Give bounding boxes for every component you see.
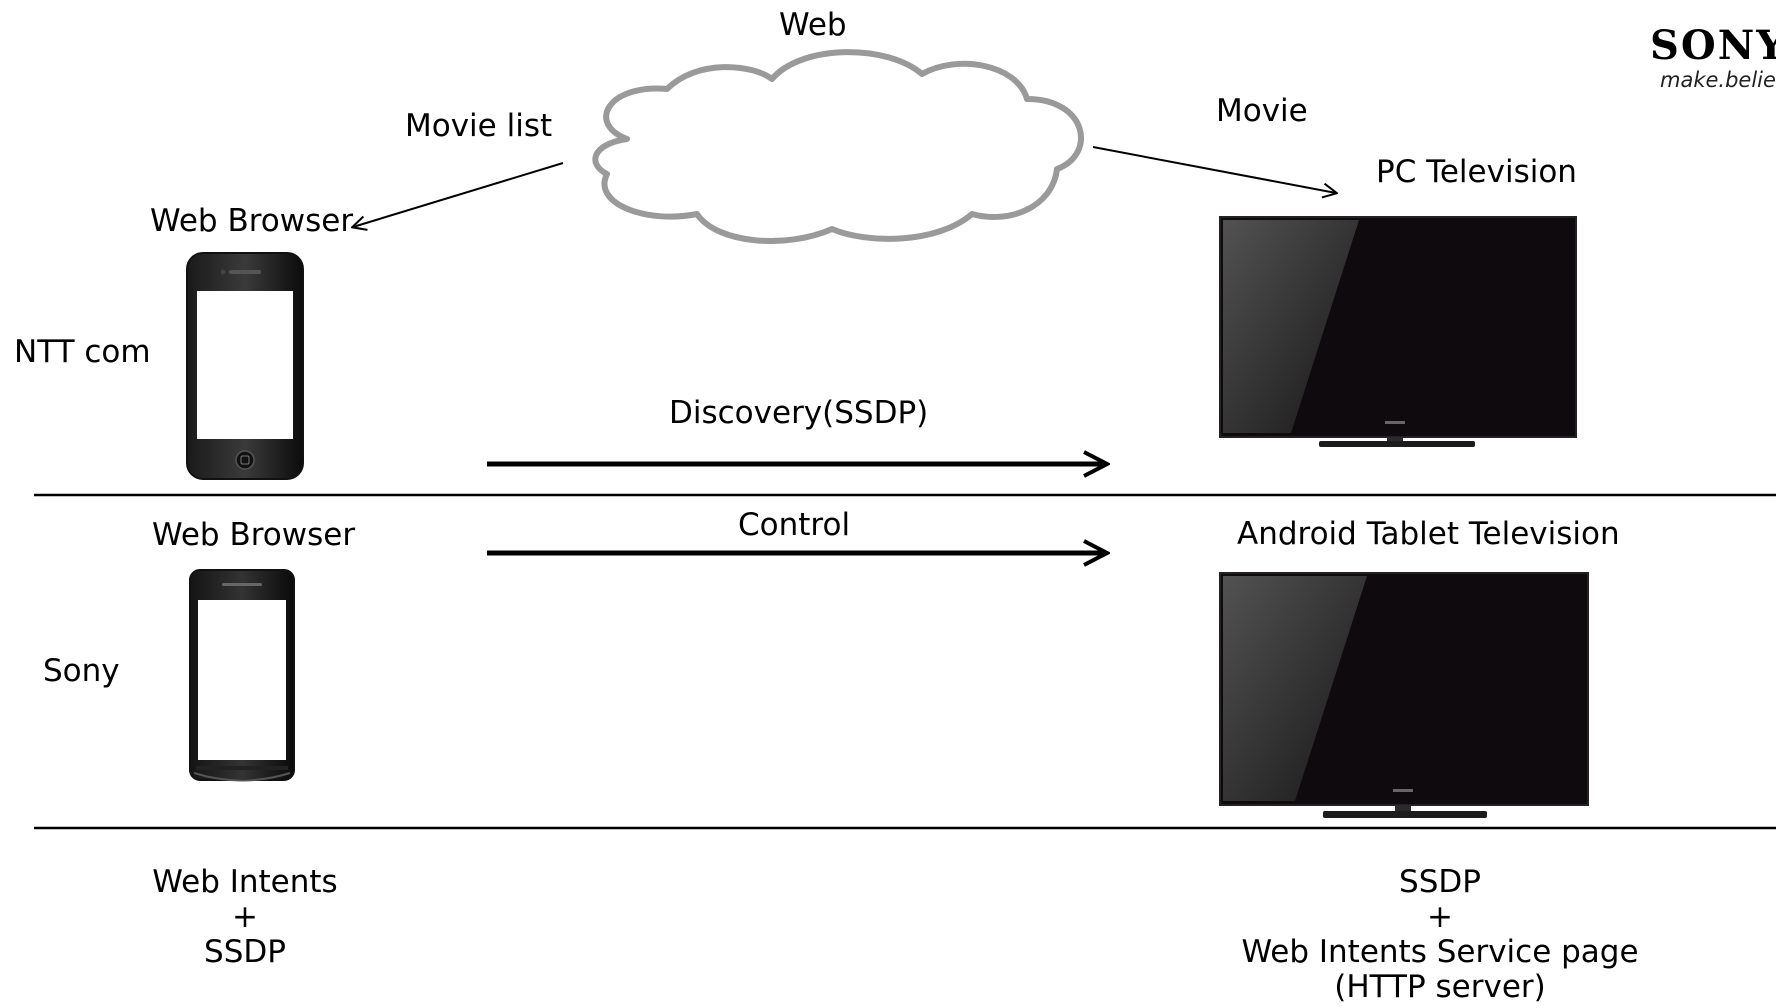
client-stack-line: SSDP xyxy=(204,934,286,970)
server-protocol-stack: SSDP + Web Intents Service page (HTTP se… xyxy=(1240,865,1640,1005)
control-label: Control xyxy=(738,507,851,543)
web-cloud-icon xyxy=(592,49,1084,244)
bottom-vendor-label: Sony xyxy=(43,653,120,689)
server-stack-line: (HTTP server) xyxy=(1334,969,1546,1005)
television-icon xyxy=(1219,216,1577,447)
server-stack-line: + xyxy=(1427,899,1453,935)
top-server-label: PC Television xyxy=(1376,154,1577,190)
bottom-client-label: Web Browser xyxy=(152,517,356,553)
client-protocol-stack: Web Intents + SSDP xyxy=(145,865,345,970)
discovery-label: Discovery(SSDP) xyxy=(669,395,929,431)
server-stack-line: Web Intents Service page xyxy=(1241,934,1639,970)
cloud-label: Web xyxy=(779,7,847,43)
smartphone-icon xyxy=(189,569,295,782)
sony-logo: SONY xyxy=(1650,22,1776,69)
television-icon xyxy=(1219,572,1589,818)
movie-list-arrow xyxy=(353,162,564,227)
client-stack-line: + xyxy=(232,899,258,935)
bottom-server-label: Android Tablet Television xyxy=(1237,516,1620,552)
movie-list-label: Movie list xyxy=(405,108,553,144)
top-client-label: Web Browser xyxy=(150,203,354,239)
client-stack-line: Web Intents xyxy=(152,864,338,900)
server-stack-line: SSDP xyxy=(1399,864,1481,900)
smartphone-icon xyxy=(186,252,304,480)
top-vendor-label: NTT com xyxy=(14,334,151,370)
sony-tagline: make.believe xyxy=(1660,68,1776,92)
movie-arrow xyxy=(1092,146,1336,193)
movie-label: Movie xyxy=(1216,93,1308,129)
